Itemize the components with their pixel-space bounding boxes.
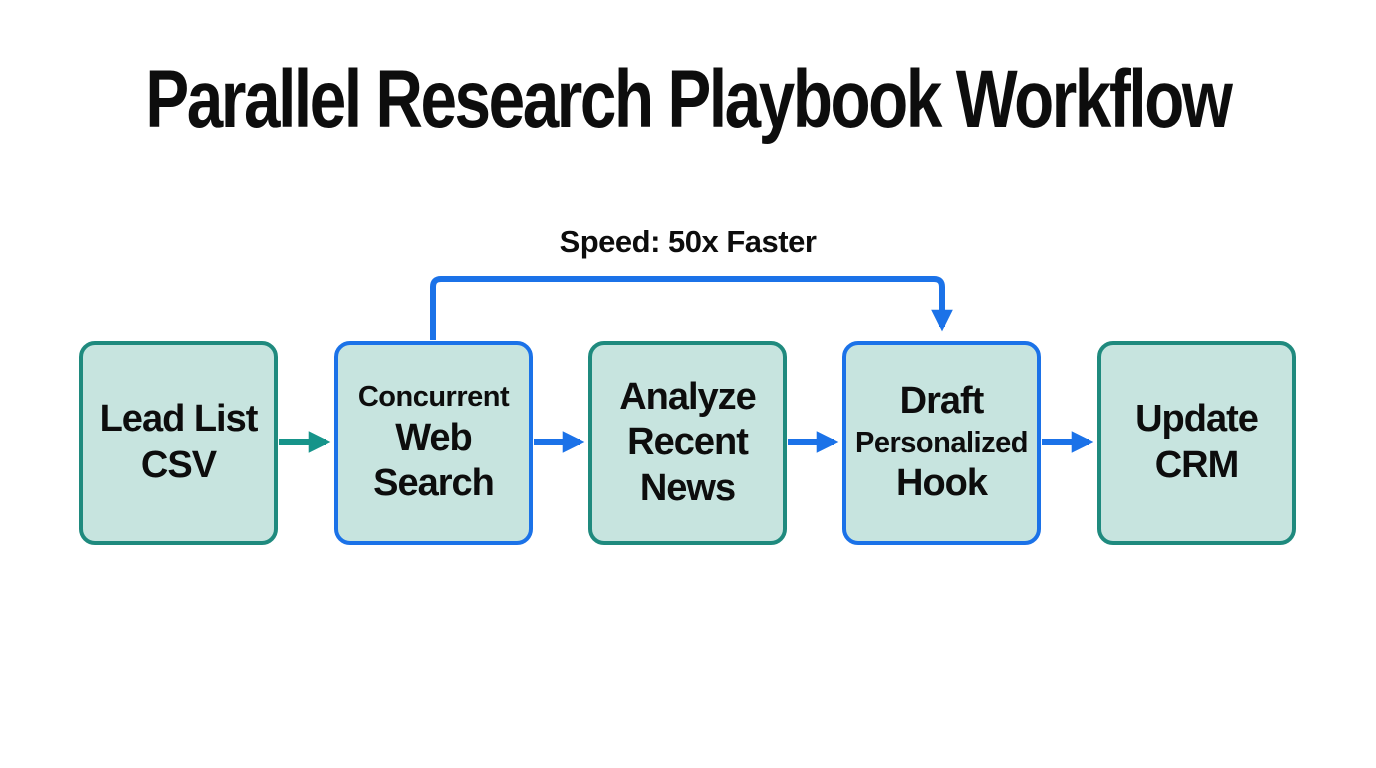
node-label-line: Analyze (619, 375, 757, 418)
node-label-line: Concurrent (357, 381, 510, 414)
speedup-annotation: Speed: 50x Faster (559, 224, 817, 259)
node-label-line: Recent (627, 421, 749, 464)
node-label-line: CRM (1154, 444, 1240, 486)
node-update-crm: Update CRM (1097, 341, 1296, 545)
node-label-line: Lead List (99, 398, 259, 441)
node-label-line: CSV (140, 444, 217, 486)
page-title: Parallel Research Playbook Workflow (145, 54, 1233, 145)
node-concurrent-web-search: Concurrent Web Search (334, 341, 533, 545)
node-lead-list-csv: Lead List CSV (79, 341, 278, 545)
node-label-line: Search (373, 462, 495, 505)
node-label-line: Web (395, 416, 473, 459)
node-label-line: News (639, 466, 736, 509)
node-analyze-recent-news: Analyze Recent News (588, 341, 787, 545)
node-draft-personalized-hook: Draft Personalized Hook (842, 341, 1041, 545)
node-label-line: Hook (896, 462, 988, 505)
node-label-line: Update (1135, 398, 1259, 441)
speedup-bracket-arrow (430, 276, 953, 340)
node-label-line: Personalized (855, 426, 1028, 459)
node-label-line: Draft (899, 380, 985, 423)
